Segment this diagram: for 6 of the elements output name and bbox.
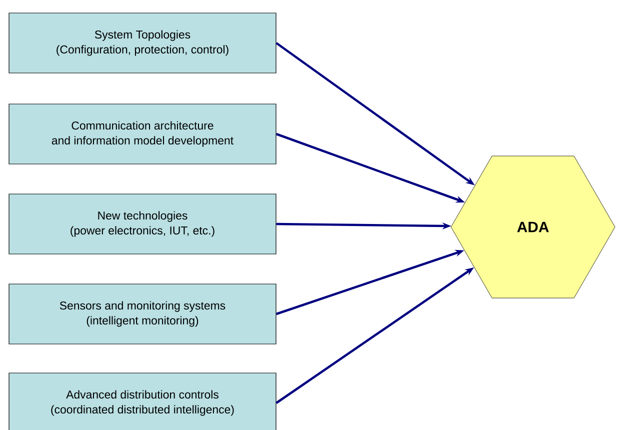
topic-box: Communication architecture and information model development [8, 104, 276, 164]
topic-box: Advanced distribution controls (coordinated distributed intelligence) [8, 372, 276, 430]
hexagon: ADA [450, 156, 616, 298]
topic-box: System Topologies (Configuration, protection, control) [8, 12, 276, 74]
topic-box: New technologies (power electronics, IUT, etc.) [8, 194, 276, 254]
topic-box: Sensors and monitoring systems (intelligent monitoring) [8, 284, 276, 344]
